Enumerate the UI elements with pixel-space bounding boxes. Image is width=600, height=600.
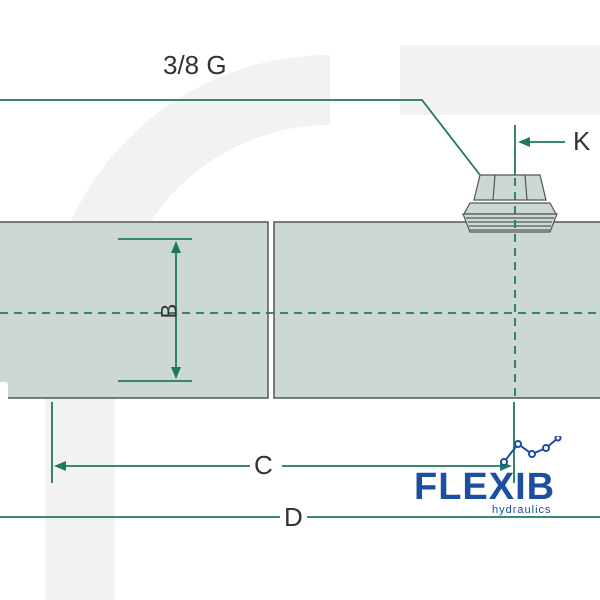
logo-graph-icon — [500, 436, 562, 466]
cylinder-head — [273, 221, 600, 399]
port-size-label: 3/8 G — [163, 50, 227, 80]
k-dimension-label: K — [573, 126, 591, 156]
logo-wordmark: FLEXIB — [414, 466, 556, 508]
b-dimension-label: B — [156, 303, 182, 319]
c-dimension-label: C — [250, 452, 277, 478]
dimension-lines — [0, 99, 600, 518]
rod-end-marker — [0, 382, 8, 406]
cylinder-tube — [0, 221, 269, 399]
port-fitting — [462, 174, 558, 233]
flexib-logo: FLEXIB hydraulics — [414, 436, 564, 516]
d-dimension-label: D — [280, 504, 307, 530]
logo-tagline: hydraulics — [492, 504, 552, 516]
